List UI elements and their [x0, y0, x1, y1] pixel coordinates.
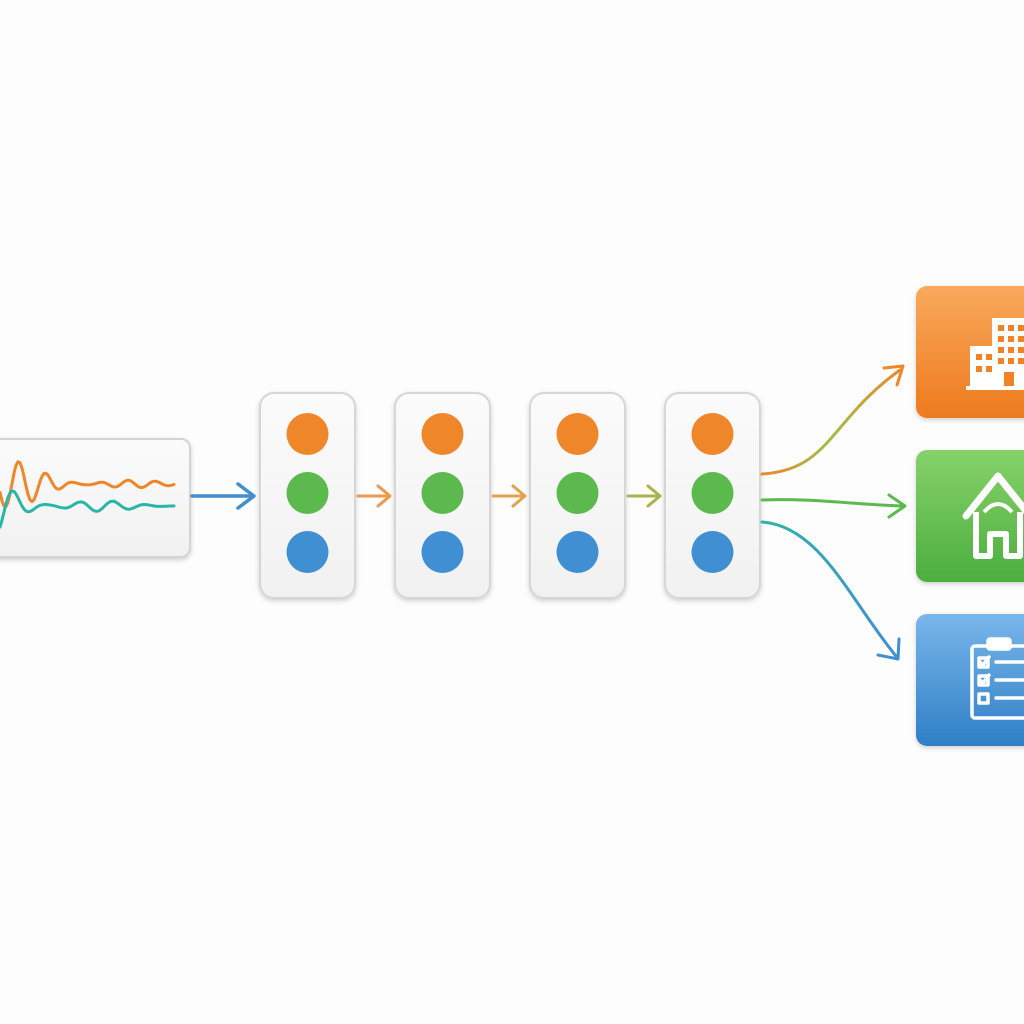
- arrow-to-checklist-output: [760, 520, 901, 661]
- arrow-stage-2-to-3: [491, 484, 527, 508]
- orange-node-dot: [691, 413, 734, 455]
- arrow-stage-3-to-4: [626, 484, 662, 508]
- blue-node-dot: [286, 531, 329, 573]
- input-signal-card: [0, 438, 191, 558]
- orange-node-dot: [286, 413, 329, 455]
- blue-node-dot: [421, 531, 464, 573]
- green-node-dot: [556, 472, 599, 514]
- checklist-icon: [970, 637, 1024, 720]
- orange-node-dot: [421, 413, 464, 455]
- output-building: [916, 286, 1024, 418]
- orange-node-dot: [556, 413, 599, 455]
- stage-card-4: [664, 392, 761, 599]
- waveform-icon: [0, 460, 176, 529]
- arrow-to-house-output: [760, 493, 907, 519]
- green-node-dot: [286, 472, 329, 514]
- output-house: [916, 450, 1024, 582]
- arrow-stage-1-to-2: [356, 484, 392, 508]
- arrow-input-to-stage-1: [190, 482, 256, 510]
- arrow-to-building-output: [760, 364, 905, 476]
- processing-stages: [259, 392, 761, 599]
- blue-node-dot: [691, 531, 734, 573]
- green-node-dot: [691, 472, 734, 514]
- house-icon: [962, 472, 1024, 559]
- blue-node-dot: [556, 531, 599, 573]
- stage-card-3: [529, 392, 626, 599]
- building-icon: [966, 318, 1024, 390]
- stage-card-2: [394, 392, 491, 599]
- output-checklist: [916, 614, 1024, 746]
- stage-card-1: [259, 392, 356, 599]
- green-node-dot: [421, 472, 464, 514]
